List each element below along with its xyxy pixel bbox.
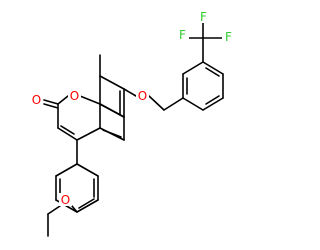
bond-line-24 bbox=[57, 95, 69, 105]
label-bg-ether-o bbox=[136, 89, 149, 102]
bond-line-41 bbox=[76, 163, 99, 177]
bond-line-30 bbox=[43, 99, 59, 105]
fluorine-atom-label-3: F bbox=[225, 30, 232, 44]
bond-line-27 bbox=[76, 127, 101, 141]
bond-line-13 bbox=[163, 97, 184, 111]
bond-line-9 bbox=[182, 61, 204, 75]
label-bg-f3 bbox=[222, 30, 235, 43]
label-bg-f1 bbox=[176, 28, 189, 41]
label-bg-ring-o bbox=[68, 89, 81, 102]
bond-line-36 bbox=[55, 163, 78, 177]
bond-line-10 bbox=[205, 67, 220, 77]
molecule-structure-diagram: F F F O O O O bbox=[30, 10, 235, 237]
bond-line-11 bbox=[205, 95, 220, 105]
bond-line-31 bbox=[43, 103, 59, 109]
atom-labels: F F F O O O O bbox=[30, 10, 235, 207]
carbonyl-oxygen-label: O bbox=[32, 93, 41, 107]
bond-line-6 bbox=[202, 97, 224, 111]
bond-lines bbox=[43, 19, 227, 237]
fluorine-atom-label-1: F bbox=[179, 28, 186, 42]
bond-line-23 bbox=[79, 95, 101, 105]
methoxy-oxygen-label: O bbox=[61, 193, 70, 207]
bond-line-14 bbox=[148, 95, 165, 111]
label-bg-f2 bbox=[197, 10, 210, 23]
bond-line-34 bbox=[102, 129, 122, 138]
fluorine-atom-label-2: F bbox=[200, 10, 207, 24]
ether-oxygen-label: O bbox=[138, 89, 147, 103]
ring-oxygen-label: O bbox=[70, 89, 79, 103]
bond-line-7 bbox=[182, 97, 204, 111]
bond-line-26 bbox=[57, 127, 78, 141]
bond-line-46 bbox=[47, 205, 61, 215]
bond-line-16 bbox=[99, 75, 125, 90]
bond-line-44 bbox=[78, 198, 95, 209]
label-bg-methoxy-o bbox=[59, 193, 72, 206]
bond-line-39 bbox=[76, 199, 99, 213]
label-bg-carbonyl-o bbox=[30, 93, 43, 106]
bond-line-4 bbox=[202, 61, 224, 75]
bond-line-45 bbox=[71, 205, 78, 213]
bond-line-29 bbox=[60, 125, 75, 135]
bond-line-15 bbox=[123, 88, 137, 97]
